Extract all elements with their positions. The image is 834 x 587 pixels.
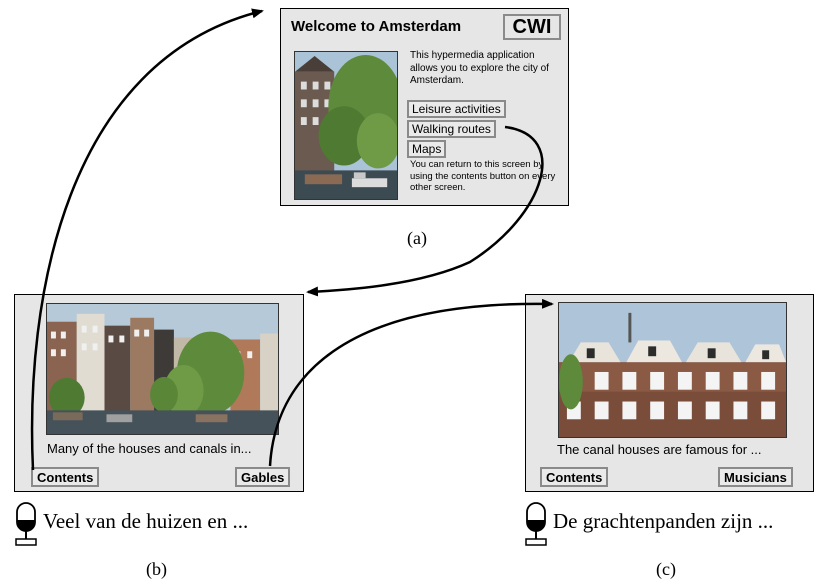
screen-c-text: The canal houses are famous for ... — [557, 442, 762, 457]
gables-photo-c — [558, 302, 787, 438]
maps-button[interactable]: Maps — [407, 140, 447, 158]
microphone-icon — [525, 502, 547, 546]
screen-a-title: Welcome to Amsterdam — [291, 18, 462, 35]
screen-b-text: Many of the houses and canals in... — [47, 441, 252, 456]
speech-b: Veel van de huizen en ... — [43, 509, 249, 533]
gables-button[interactable]: Gables — [235, 467, 291, 487]
contents-button-b[interactable]: Contents — [31, 467, 100, 487]
canal-house-photo-a — [294, 51, 398, 200]
speech-c: De grachtenpanden zijn ... — [553, 509, 774, 533]
screen-a-intro: This hypermedia application allows you t… — [410, 50, 549, 86]
caption-a: (a) — [407, 228, 427, 248]
microphone-icon — [15, 502, 37, 546]
musicians-button[interactable]: Musicians — [718, 467, 793, 487]
screen-a-note: You can return to this screen by using t… — [410, 159, 556, 193]
leisure-activities-button[interactable]: Leisure activities — [407, 100, 506, 118]
caption-c: (c) — [656, 559, 676, 579]
walking-routes-button[interactable]: Walking routes — [407, 120, 496, 138]
screen-c: The canal houses are famous for ... Cont… — [525, 294, 814, 492]
cwi-logo: CWI — [503, 14, 561, 40]
screen-a: Welcome to Amsterdam CWI This hypermedia… — [280, 8, 569, 206]
canal-houses-photo-b — [46, 303, 279, 435]
screen-b: Many of the houses and canals in... Cont… — [14, 294, 304, 492]
caption-b: (b) — [146, 559, 167, 579]
contents-button-c[interactable]: Contents — [540, 467, 609, 487]
arrow-gables-to-c — [268, 298, 554, 467]
